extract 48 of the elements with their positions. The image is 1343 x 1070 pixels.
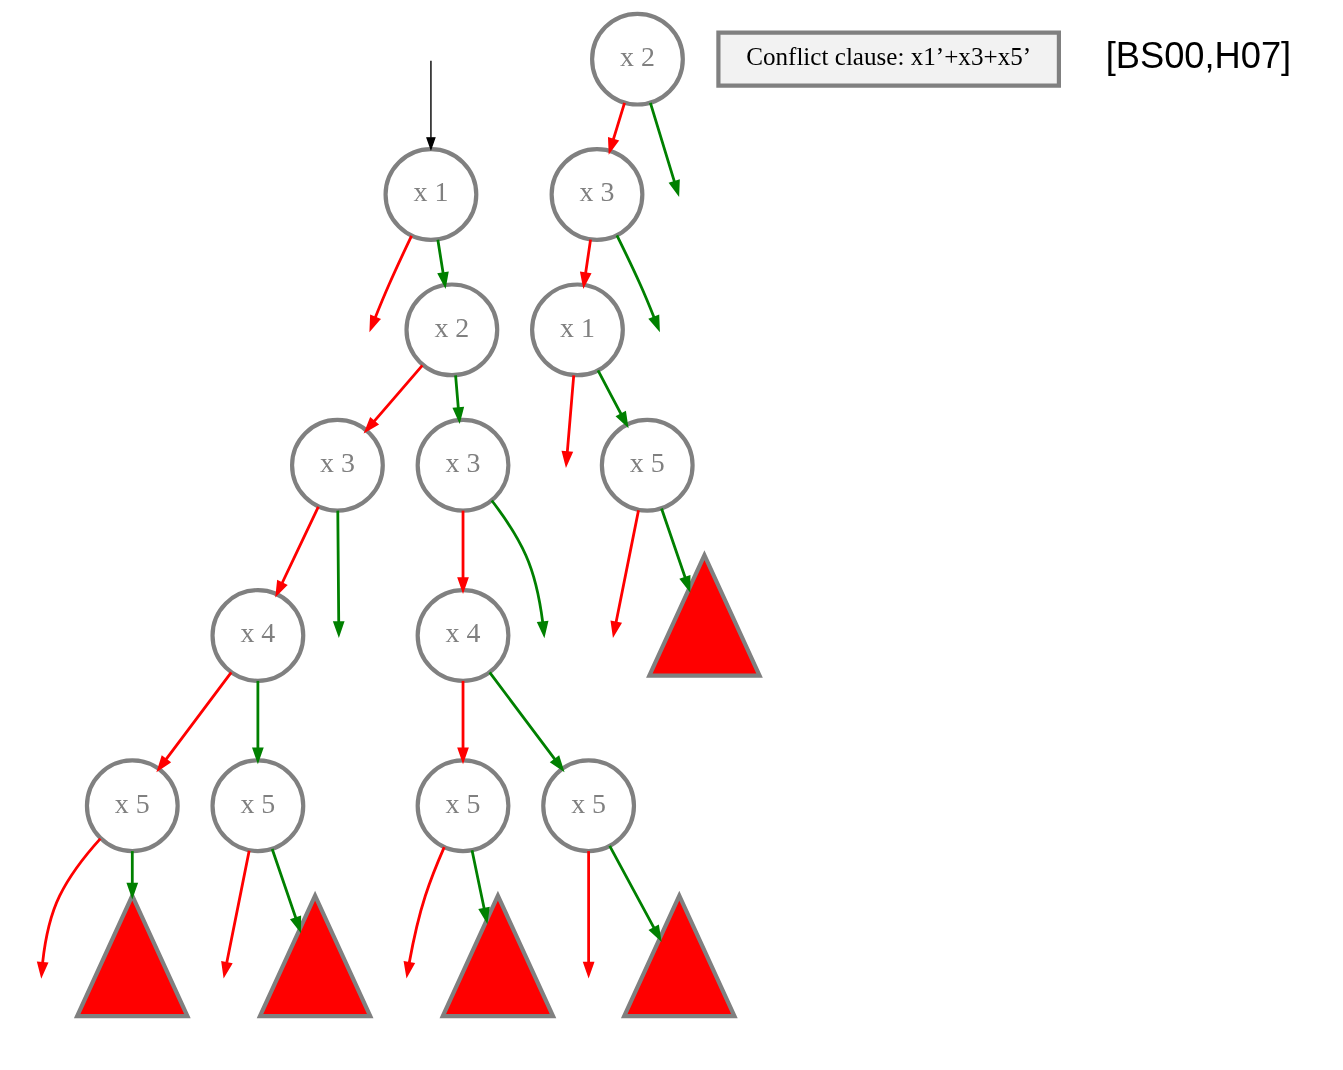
node-circle: x 1	[530, 282, 625, 378]
node-circle: x 4	[210, 588, 306, 683]
arrow	[426, 59, 436, 152]
node-circle: x 2	[404, 282, 500, 378]
arrow	[490, 499, 549, 639]
node-circle: x 1	[383, 147, 479, 242]
arrow	[126, 851, 139, 900]
arrow	[596, 369, 629, 429]
arrow	[221, 850, 251, 979]
arrow	[561, 375, 576, 468]
node-circle: x 5	[599, 417, 695, 513]
node-circle: x 3	[415, 417, 511, 513]
arrow	[363, 364, 424, 434]
arrow	[470, 849, 490, 925]
node-box: Conflict clause: x1’+x3+x5’	[716, 30, 1061, 88]
arrow	[607, 102, 626, 155]
node-circle: x 4	[415, 588, 511, 683]
node-circle: x 5	[210, 758, 306, 854]
node-circle: x 5	[541, 758, 637, 854]
node-circle: x 5	[415, 758, 511, 854]
node-circle: x 5	[84, 758, 180, 854]
arrow	[608, 845, 662, 942]
node-circle: x 3	[549, 147, 645, 242]
arrow	[436, 239, 449, 289]
arrow	[615, 234, 660, 333]
arrow	[275, 506, 320, 598]
arrow	[332, 510, 345, 639]
arrow	[452, 375, 465, 425]
node-triangle	[620, 890, 738, 1019]
node-triangle	[439, 890, 557, 1019]
arrow	[270, 848, 302, 934]
arrow	[36, 837, 102, 979]
arrow	[649, 102, 680, 197]
arrow	[488, 671, 565, 773]
label: [BS00,H07]	[1105, 34, 1292, 76]
arrow	[156, 671, 233, 773]
arrow	[457, 680, 469, 765]
arrow	[660, 508, 691, 593]
node-circle: x 2	[590, 11, 685, 107]
arrow	[579, 239, 592, 289]
arrow	[582, 851, 595, 979]
arrow	[403, 846, 446, 979]
arrow	[610, 509, 640, 638]
arrow	[369, 235, 413, 333]
arrow	[457, 510, 469, 595]
arrow	[252, 680, 264, 765]
node-triangle	[646, 550, 763, 678]
node-triangle	[256, 890, 374, 1019]
